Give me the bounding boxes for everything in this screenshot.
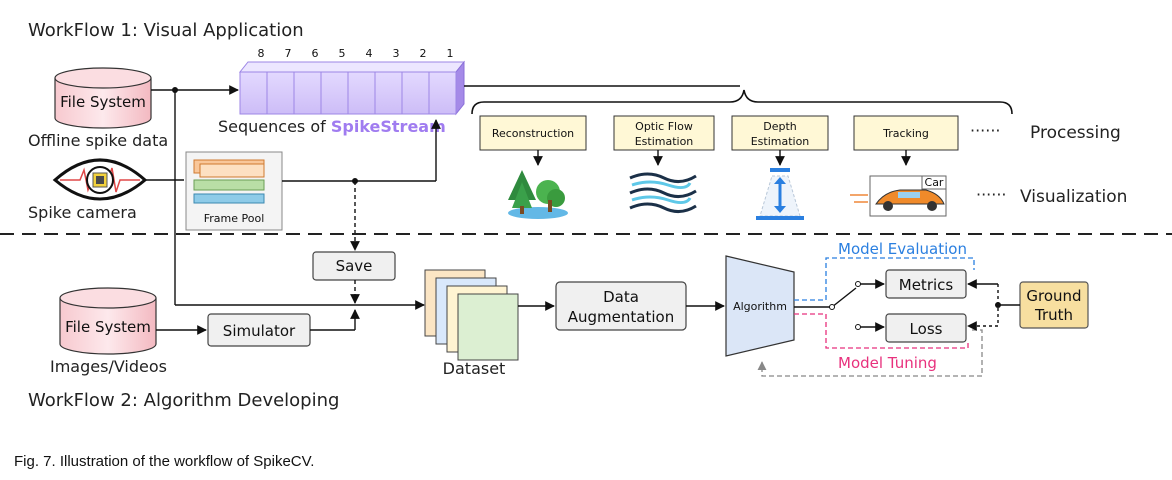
figure-caption: Fig. 7. Illustration of the workflow of … [14,453,314,470]
file-system-label: File System [60,93,146,111]
sequences-label: Sequences of SpikeStream [218,117,446,136]
file-system-cylinder-bottom: File System [59,287,157,355]
depth-icon [756,168,804,220]
images-videos-label: Images/Videos [50,357,167,376]
svg-text:Augmentation: Augmentation [568,308,674,326]
svg-text:Simulator: Simulator [223,322,296,340]
metrics-box: Metrics [885,269,967,299]
stream-number: 4 [366,47,373,60]
stream-number: 3 [393,47,400,60]
evaluation-path [794,257,975,301]
svg-text:Data: Data [603,288,639,306]
svg-text:Estimation: Estimation [635,135,694,148]
ground-truth-box: Ground Truth [1019,281,1089,329]
spike-camera-label: Spike camera [28,203,137,222]
data-augmentation-box: Data Augmentation [555,281,687,331]
optic-flow-icon [629,172,697,213]
spike-stream-sequence: 8 7 6 5 4 3 2 1 [238,47,466,116]
save-box: Save [312,251,396,281]
loss-box: Loss [885,313,967,343]
stream-number: 2 [420,47,427,60]
spike-camera-icon [52,158,148,201]
stream-number: 1 [447,47,454,60]
algorithm-block: Algorithm [725,255,795,357]
svg-text:Algorithm: Algorithm [733,300,787,313]
task-brace [471,89,1013,115]
ground-truth-connectors [967,279,1020,331]
stream-number: 5 [339,47,346,60]
visualization-ellipsis: ······ [976,185,1007,204]
processing-ellipsis: ······ [970,121,1001,140]
switch [794,279,885,332]
svg-text:Metrics: Metrics [899,276,954,294]
svg-text:Ground: Ground [1026,287,1081,305]
svg-text:Save: Save [336,257,373,275]
stream-number: 7 [285,47,292,60]
simulator-box: Simulator [207,313,311,347]
svg-text:Loss: Loss [910,320,943,338]
frame-pool-box: Frame Pool [185,151,283,231]
task-depth: Depth Estimation [731,115,829,151]
workflow1-title: WorkFlow 1: Visual Application [28,20,304,41]
svg-text:Reconstruction: Reconstruction [492,127,574,140]
workflow1-connectors [145,85,740,310]
stream-number: 8 [258,47,265,60]
processing-label: Processing [1030,123,1121,143]
car-tracking-icon: Car [850,175,947,217]
task-tracking: Tracking [853,115,959,151]
stream-number: 6 [312,47,319,60]
frame-pool-label: Frame Pool [204,212,265,225]
task-optic-flow: Optic Flow Estimation [613,115,715,151]
workflow2-title: WorkFlow 2: Algorithm Developing [28,390,339,411]
svg-text:Depth: Depth [763,120,797,133]
model-tuning-label: Model Tuning [838,354,937,372]
tuning-path [794,313,969,349]
svg-text:Optic Flow: Optic Flow [635,120,693,133]
model-evaluation-label: Model Evaluation [838,240,967,258]
dataset-label: Dataset [443,359,506,378]
file-system-label-2: File System [65,318,151,336]
task-reconstruction: Reconstruction [479,115,587,151]
feedback-path [757,329,983,377]
svg-text:Estimation: Estimation [751,135,810,148]
simulator-connectors [156,309,360,335]
offline-spike-data-label: Offline spike data [28,131,168,150]
task-arrows [533,150,911,166]
svg-text:Truth: Truth [1034,306,1073,324]
visualization-label: Visualization [1020,187,1127,207]
trees-icon [508,170,568,219]
car-tag-label: Car [925,176,944,189]
svg-text:Tracking: Tracking [882,127,929,140]
file-system-cylinder-top: File System [54,67,152,129]
dataset-stack [424,269,519,361]
